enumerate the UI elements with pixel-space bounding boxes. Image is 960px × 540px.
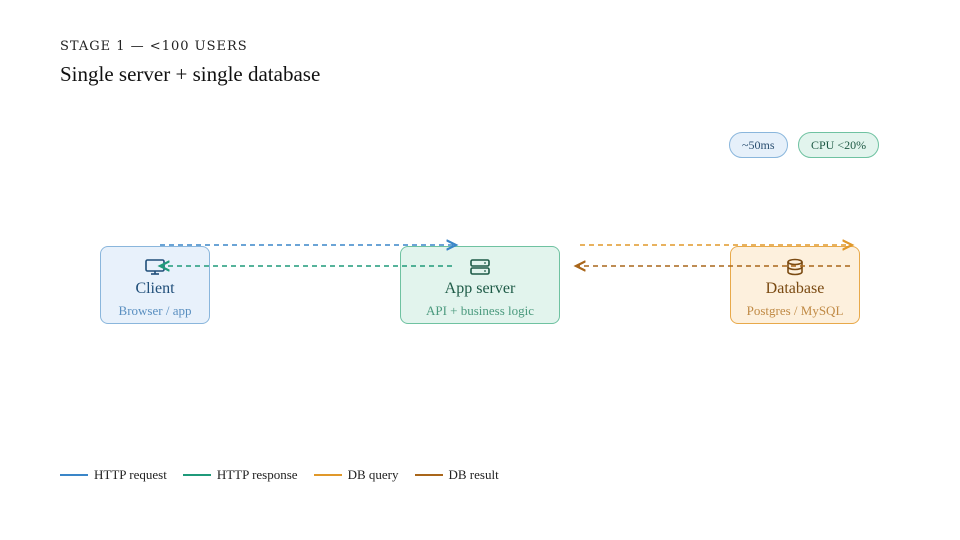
database-title: Database <box>765 280 825 297</box>
legend-label: HTTP response <box>216 467 298 482</box>
cpu-badge: CPU <20% <box>798 132 880 158</box>
database-subtitle: Postgres / MySQL <box>746 303 844 318</box>
legend-item-http-response: HTTP response <box>182 467 298 483</box>
legend-swatch <box>414 474 443 476</box>
legend-item-db-query: DB query <box>313 467 399 483</box>
app-server-subtitle: API + business logic <box>425 303 535 318</box>
legend-item-http-request: HTTP request <box>60 467 167 483</box>
legend-swatch <box>313 474 342 476</box>
client-title: Client <box>135 280 175 297</box>
database-node[interactable]: Database Postgres / MySQL <box>730 246 860 324</box>
legend-swatch <box>182 474 211 476</box>
legend-label: DB query <box>347 467 399 482</box>
legend-label: DB result <box>448 467 499 482</box>
client-node[interactable]: Client Browser / app <box>100 246 210 324</box>
legend-item-db-result: DB result <box>414 467 499 483</box>
legend-swatch <box>60 474 88 476</box>
client-subtitle: Browser / app <box>118 303 192 318</box>
legend-label: HTTP request <box>94 467 167 482</box>
app-server-title: App server <box>444 280 516 297</box>
app-server-node[interactable]: App server API + business logic <box>400 246 560 324</box>
page-title: Single server + single database <box>60 62 321 86</box>
stage-label: STAGE 1 — <100 USERS <box>60 39 248 54</box>
database-icon <box>787 258 803 276</box>
monitor-icon <box>145 259 165 275</box>
legend: HTTP request HTTP response DB query DB r… <box>60 467 499 483</box>
latency-badge: ~50ms <box>729 132 788 158</box>
server-icon <box>470 259 490 275</box>
